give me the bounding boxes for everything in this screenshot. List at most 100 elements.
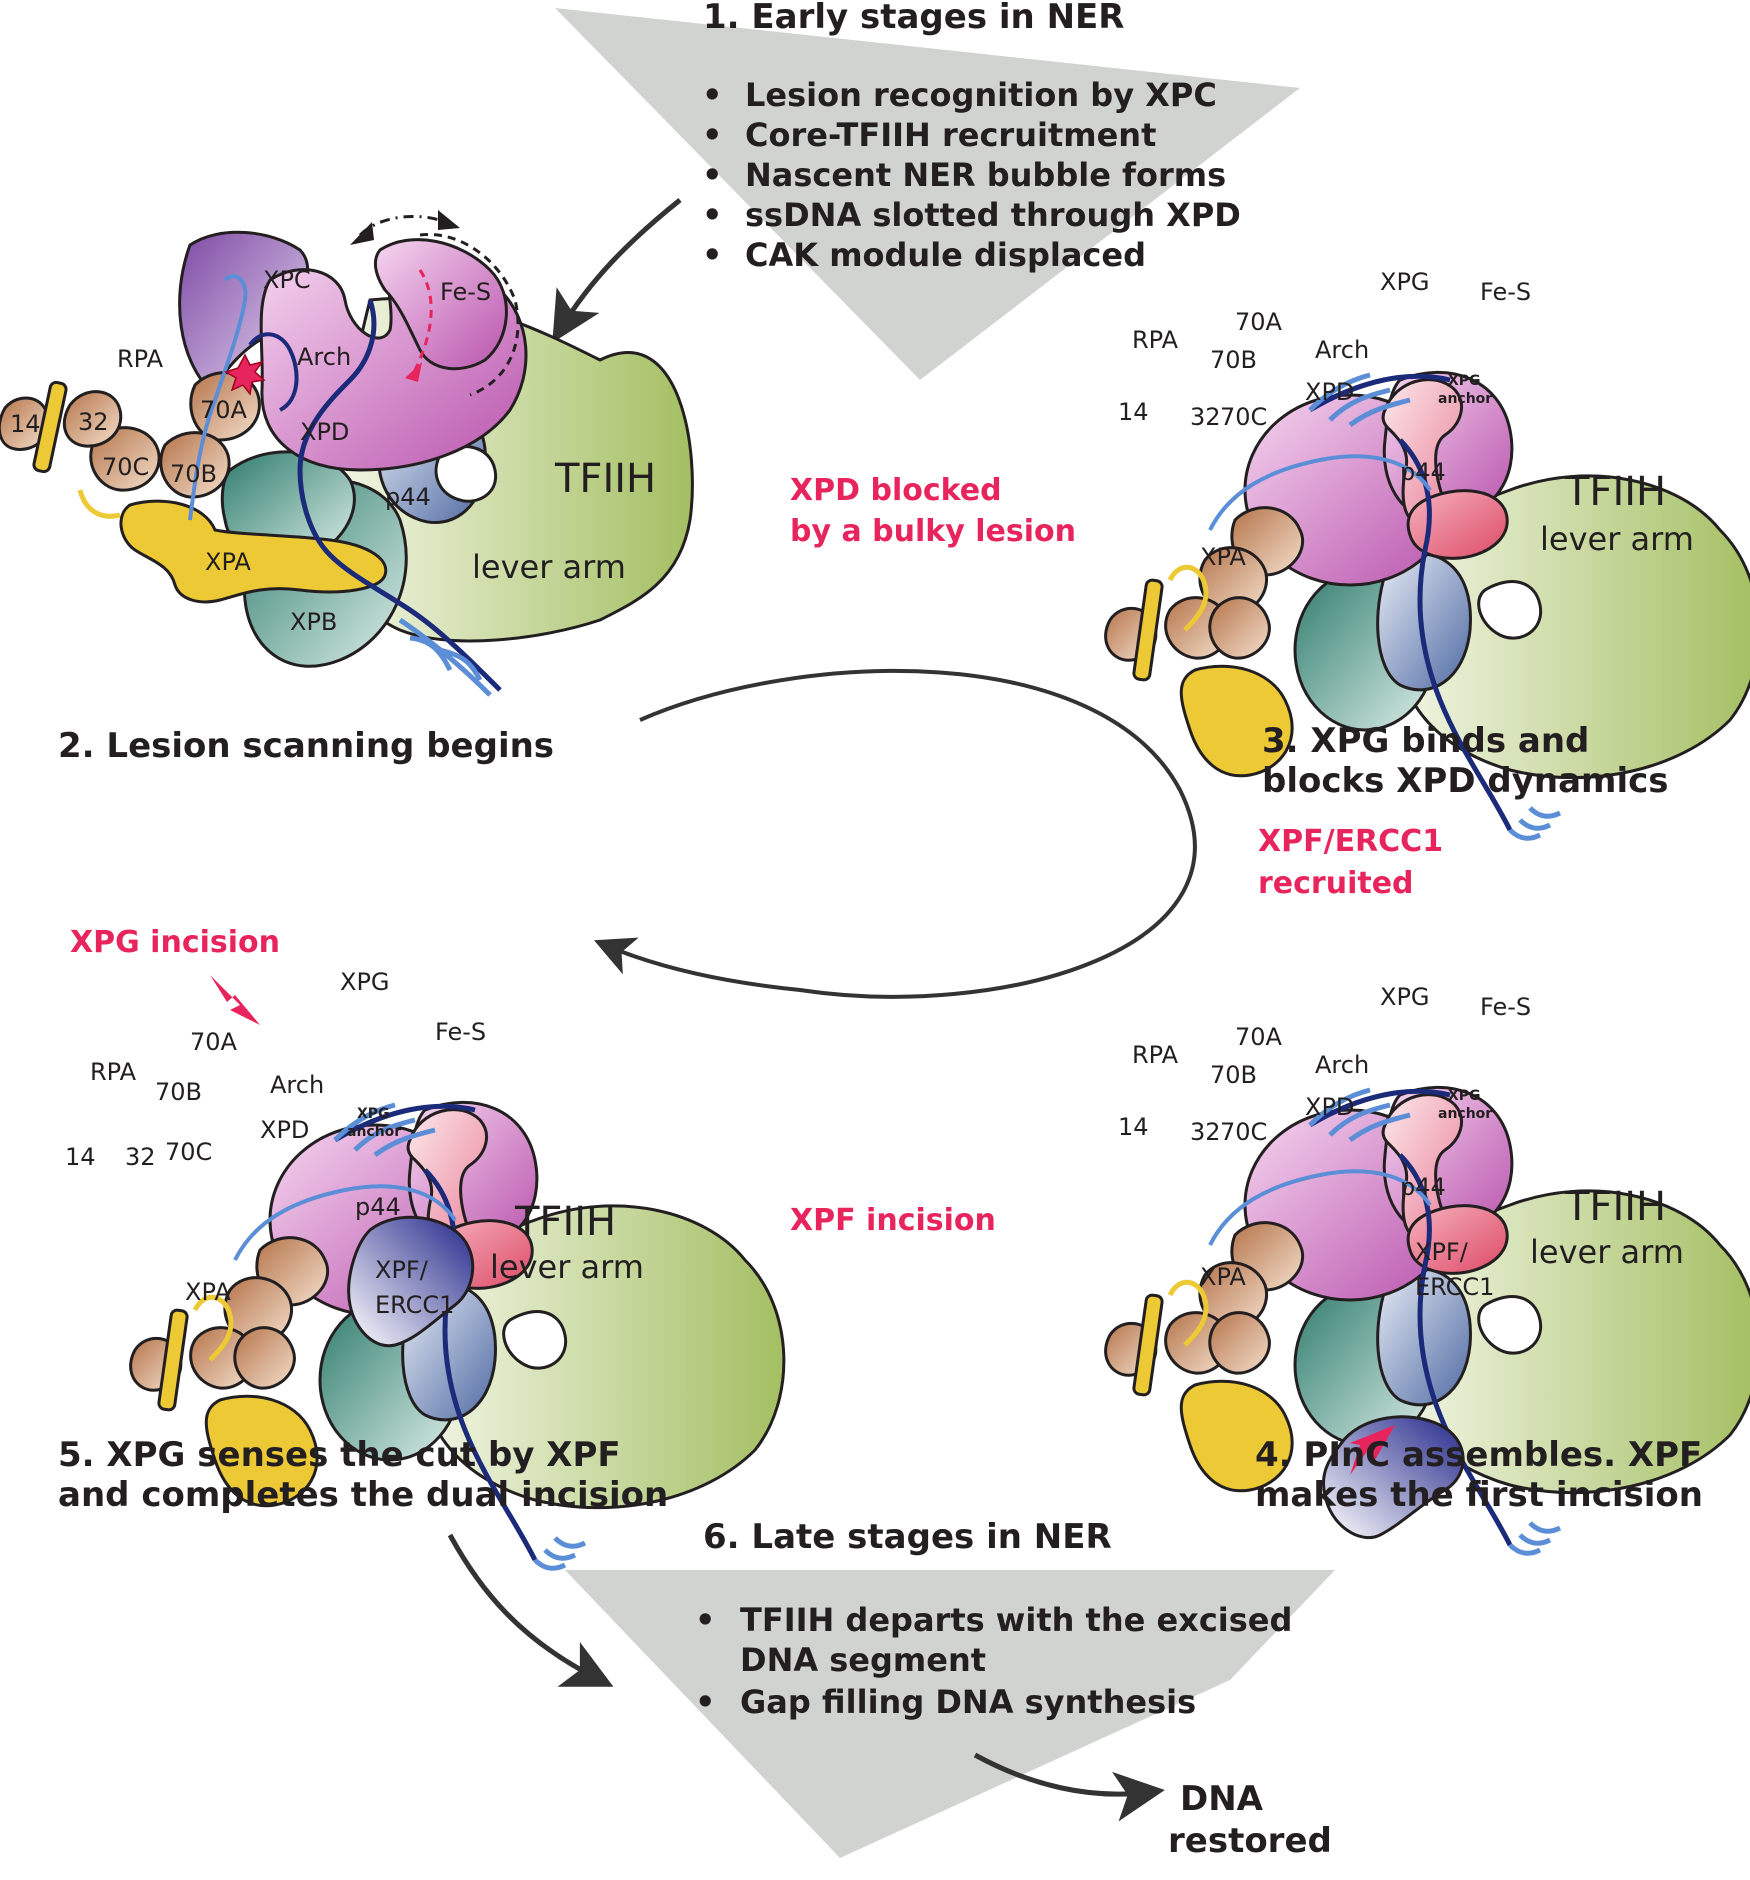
label-rpa: RPA [90,1058,137,1086]
bullet-dot: • [702,76,722,114]
label-xpf: XPF/ [1415,1238,1469,1266]
label-70c: 70C [165,1138,212,1166]
label-tfiih: TFIIH [514,1199,616,1245]
early-stages-title: 1. Early stages in NER [703,0,1124,37]
label-70a: 70A [1235,1023,1283,1051]
late-stages-box [565,1570,1335,1858]
lesion-star [224,353,266,396]
label-ercc1: ERCC1 [1415,1273,1494,1301]
label-fes: Fe-S [1480,993,1531,1021]
bullet-item: CAK module displaced [745,236,1146,274]
label-rpa: RPA [117,345,164,373]
bullet-item: TFIIH departs with the excised [740,1601,1292,1639]
note-xpd-blocked: XPD blocked [790,473,1002,508]
label-fes: Fe-S [1480,278,1531,306]
label-lever-arm: lever arm [1540,520,1694,558]
bullet-dot: • [695,1683,715,1721]
bullet-item: Lesion recognition by XPC [745,76,1217,114]
label-32: 32 [78,408,109,436]
label-32: 32 [1190,403,1221,431]
late-stages-bullets: • TFIIH departs with the excised DNA seg… [695,1601,1292,1721]
label-xpg: XPG [1380,268,1430,296]
label-70b: 70B [1210,1061,1257,1089]
bullet-item: ssDNA slotted through XPD [745,196,1241,234]
label-xpg-anchor-2: anchor [347,1124,401,1140]
label-xpa: XPA [205,548,251,576]
bullet-dot: • [702,236,722,274]
label-32: 32 [125,1143,156,1171]
early-stages-box [555,8,1300,380]
stage-4-caption: 4. PInC assembles. XPF [1255,1435,1702,1475]
stage-2-caption: 2. Lesion scanning begins [58,726,554,766]
label-70b: 70B [1210,346,1257,374]
cycle-arrow [593,668,1197,999]
label-p44: p44 [1400,1173,1446,1201]
label-14: 14 [65,1143,96,1171]
label-p44: p44 [355,1193,401,1221]
label-xpa: XPA [185,1278,231,1306]
note-xpg-incision: XPG incision [70,925,280,960]
xpa-protein [119,499,388,604]
cut-arrow [210,975,260,1025]
label-70b: 70B [170,460,217,488]
dna-dark-loop [248,332,299,412]
label-70b: 70B [155,1078,202,1106]
dynamics-arrowhead-left [350,222,374,245]
dna-dark-strand [297,299,502,692]
rpa-70b [159,431,231,499]
rpa-yellow-helix [32,380,68,474]
label-arch: Arch [1315,336,1369,364]
bullet-dot: • [702,196,722,234]
late-stages-title: 6. Late stages in NER [703,1517,1112,1557]
label-70c: 70C [1220,403,1267,431]
bullet-item: DNA segment [740,1641,986,1679]
stage-5-caption: 5. XPG senses the cut by XPF [58,1435,621,1475]
label-p44: p44 [385,483,431,511]
note-xpf-recruited: XPF/ERCC1 [1258,824,1443,859]
stage-2-complex: XPC Arch XPD Fe-S RPA 70A 70B 70C 32 14 … [0,210,694,697]
arrow-5-to-6 [447,1533,614,1687]
label-xpd: XPD [260,1116,309,1144]
label-xpg-anchor-2: anchor [1438,391,1492,407]
stage-3-caption: 3. XPG binds and [1262,721,1589,761]
label-fes: Fe-S [440,278,491,306]
label-lever-arm: lever arm [472,548,626,586]
label-70c: 70C [102,453,149,481]
label-xpg-anchor-2: anchor [1438,1106,1492,1122]
label-xpa: XPA [1200,543,1246,571]
label-xpg-anchor: XPG [1448,373,1481,389]
note-xpd-blocked-2: by a bulky lesion [790,514,1076,549]
stage-5-caption-2: and completes the dual incision [58,1475,668,1515]
red-dashed-arrowhead [405,362,422,382]
fes-domain [373,238,508,371]
stage-5-complex: XPG Fe-S Arch XPD XPG anchor RPA 70A 70B… [65,968,784,1568]
label-tfiih: TFIIH [1564,469,1666,515]
fes-dashed-outline [419,232,520,397]
stage-4-complex: XPG Fe-S Arch XPD XPG anchor RPA 70A 70B… [1106,983,1750,1553]
label-xpg: XPG [1380,983,1430,1011]
label-lever-arm: lever arm [490,1248,644,1286]
label-rpa: RPA [1132,1041,1179,1069]
arrow-6-to-end [973,1752,1165,1822]
stage-3-complex: XPG Fe-S Arch XPD XPG anchor RPA 70A 70B… [1106,268,1750,838]
rpa-linker [77,489,121,519]
label-xpc: XPC [263,266,311,294]
dna-restored-2: restored [1168,1821,1332,1861]
dynamics-arrowhead-right [438,210,460,230]
dna-light-ssdna [188,274,248,521]
note-xpf-recruited-2: recruited [1258,866,1414,901]
label-14: 14 [10,410,41,438]
label-xpf: XPF/ [375,1256,429,1284]
stage-3-caption-2: blocks XPD dynamics [1262,761,1669,801]
xpf-ercc1 [1322,1415,1465,1540]
stage-4-caption-2: makes the first incision [1255,1475,1703,1515]
bullet-item: Core-TFIIH recruitment [745,116,1156,154]
label-14: 14 [1118,1113,1149,1141]
dna-light-strand [398,617,492,697]
label-xpg-anchor: XPG [357,1106,390,1122]
label-fes: Fe-S [435,1018,486,1046]
label-70c: 70C [1220,1118,1267,1146]
bullet-item: Nascent NER bubble forms [745,156,1226,194]
label-p44: p44 [1400,458,1446,486]
